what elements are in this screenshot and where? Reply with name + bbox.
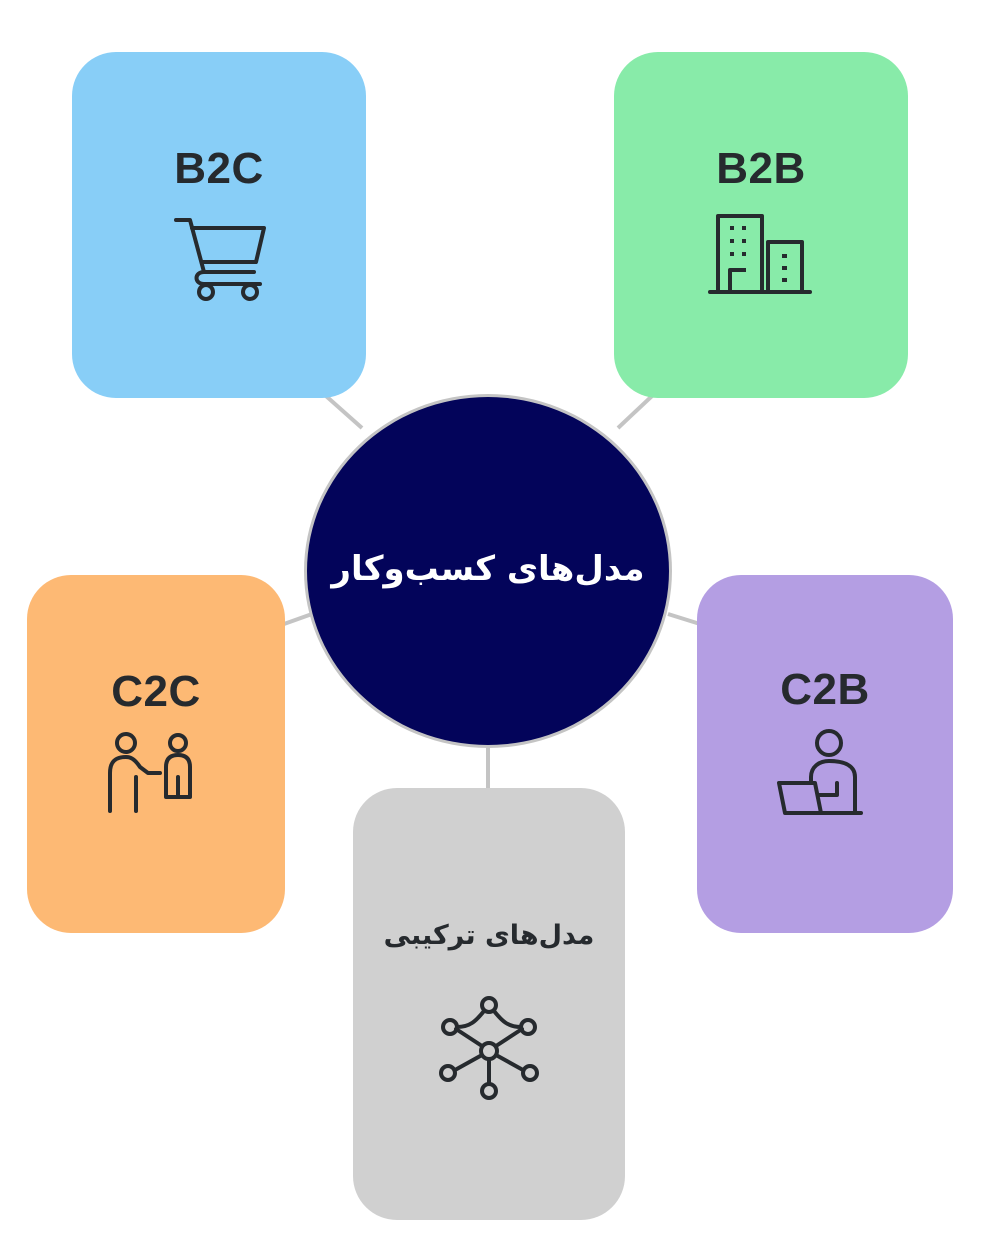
node-hybrid-label: مدل‌های ترکیبی: [383, 920, 595, 951]
hub-title: مدل‌های کسب‌وکار: [331, 549, 645, 589]
node-c2c-label: C2C: [111, 667, 201, 716]
network-nodes-icon: [439, 996, 539, 1100]
two-people-handshake-icon: [108, 732, 192, 813]
node-c2b-label: C2B: [780, 665, 870, 714]
shopping-cart-icon: [174, 218, 266, 301]
office-buildings-icon: [708, 214, 812, 294]
node-c2c: C2C: [27, 575, 285, 933]
node-c2b: C2B: [697, 575, 953, 933]
node-hybrid: مدل‌های ترکیبی: [353, 788, 625, 1220]
central-hub: مدل‌های کسب‌وکار: [304, 394, 672, 748]
node-b2b-label: B2B: [716, 144, 806, 193]
node-b2b: B2B: [614, 52, 908, 398]
node-b2c-label: B2C: [174, 144, 264, 193]
person-with-laptop-icon: [777, 729, 863, 815]
node-b2c: B2C: [72, 52, 366, 398]
